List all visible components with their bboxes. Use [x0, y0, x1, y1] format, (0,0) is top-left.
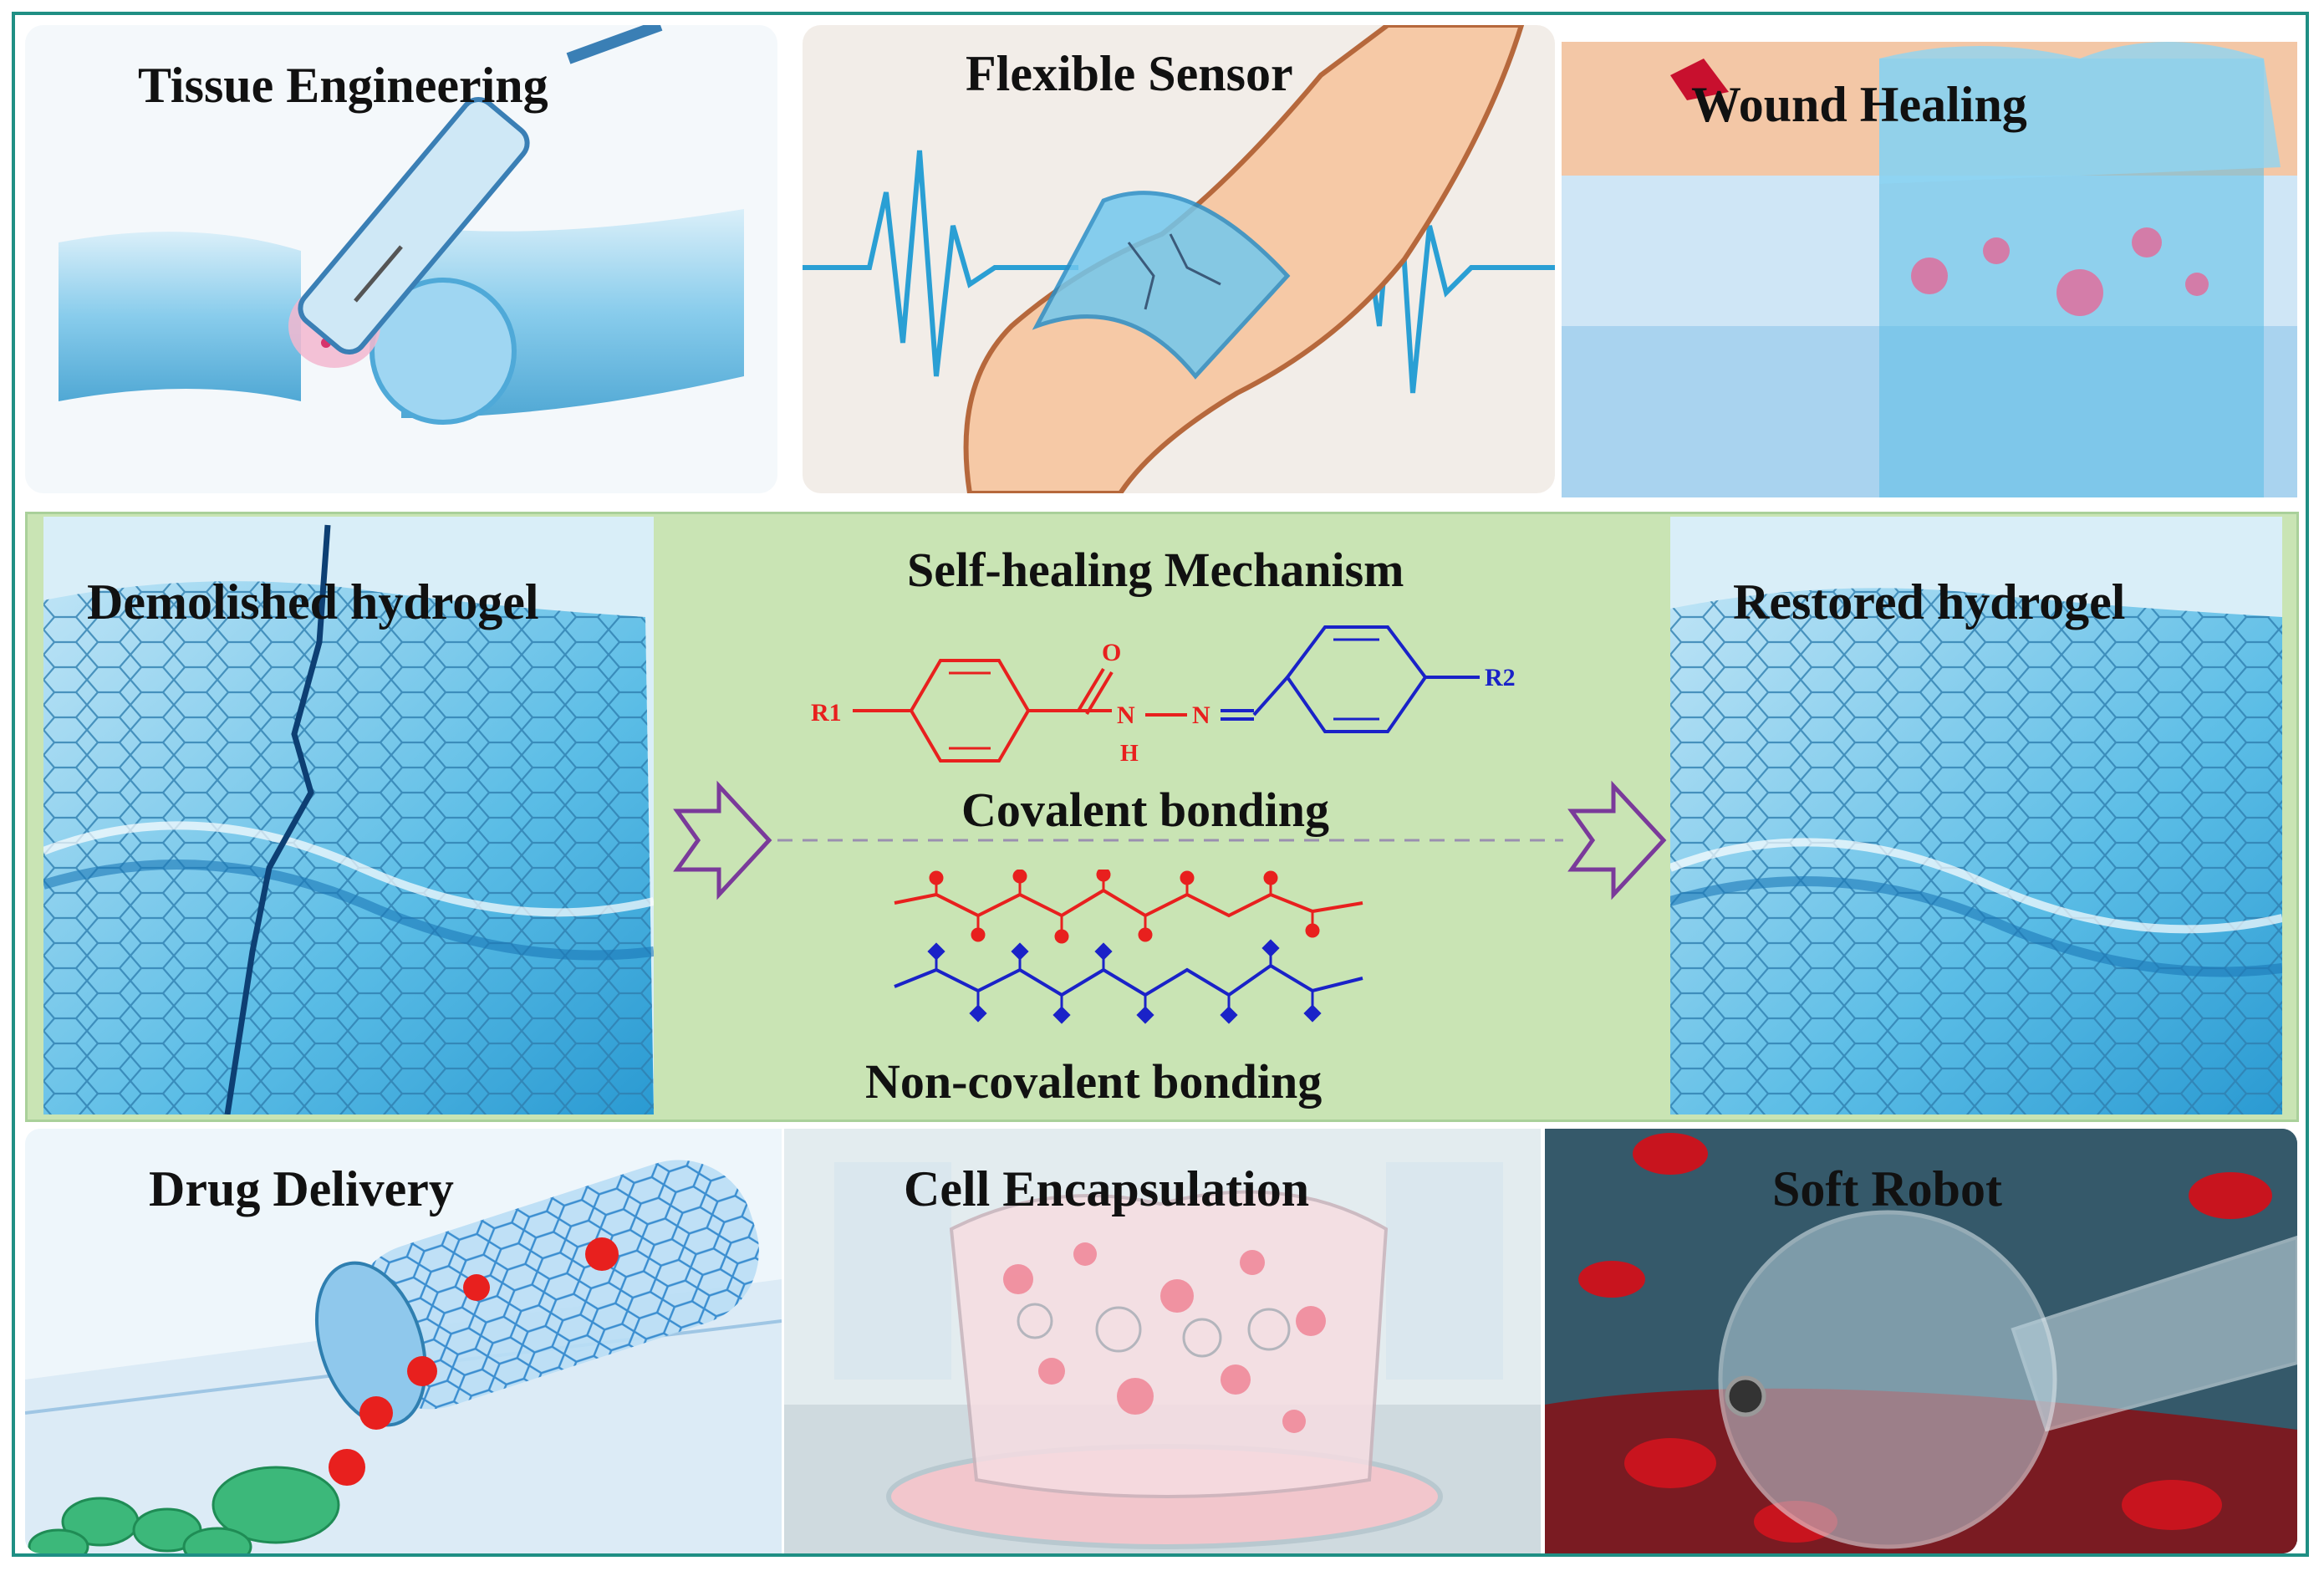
demolished-hydrogel-label: Demolished hydrogel: [87, 574, 539, 630]
wound-healing-label: Wound Healing: [1691, 77, 2027, 132]
wound-healing-panel: Wound Healing: [1562, 42, 2297, 497]
non-covalent-bonding-label: Non-covalent bonding: [865, 1054, 1323, 1109]
nitrogen-label-1: N: [1117, 701, 1135, 729]
tissue-engineering-panel: Tissue Engineering: [25, 25, 777, 493]
left-arrow-icon: [673, 780, 772, 900]
covalent-bonding-label: Covalent bonding: [961, 783, 1329, 837]
wound-healing-illustration: [1562, 42, 2297, 497]
drug-delivery-panel: Drug Delivery: [25, 1129, 782, 1553]
demolished-hydrogel-panel: Demolished hydrogel: [43, 517, 654, 1114]
demolished-hydrogel-illustration: [43, 524, 654, 1114]
flexible-sensor-panel: Flexible Sensor: [803, 25, 1555, 493]
cell-encapsulation-panel: Cell Encapsulation: [784, 1129, 1541, 1553]
tissue-engineering-illustration: [59, 25, 744, 425]
drug-delivery-label: Drug Delivery: [149, 1161, 454, 1217]
cell-encapsulation-label: Cell Encapsulation: [904, 1161, 1310, 1217]
soft-robot-panel: Soft Robot: [1545, 1129, 2297, 1553]
r2-label: R2: [1485, 664, 1516, 691]
restored-hydrogel-panel: Restored hydrogel: [1670, 517, 2282, 1114]
mechanism-arrows: [673, 780, 1667, 900]
flexible-sensor-illustration: [803, 25, 1555, 493]
mechanism-title: Self-healing Mechanism: [907, 543, 1404, 597]
hydrogen-label: H: [1120, 741, 1139, 767]
soft-robot-label: Soft Robot: [1772, 1161, 2003, 1217]
drug-delivery-illustration: [25, 1160, 782, 1553]
flexible-sensor-label: Flexible Sensor: [966, 46, 1293, 101]
acylhydrazone-molecule: R1 O N H N R2: [811, 625, 1516, 767]
nitrogen-label-2: N: [1192, 701, 1210, 729]
cell-encapsulation-illustration: [784, 1162, 1541, 1553]
tissue-engineering-label: Tissue Engineering: [138, 58, 548, 113]
right-arrow-icon: [1567, 780, 1667, 900]
non-covalent-chains: [894, 870, 1363, 1024]
r1-label: R1: [811, 699, 842, 727]
restored-hydrogel-illustration: [1670, 588, 2282, 1114]
restored-hydrogel-label: Restored hydrogel: [1733, 574, 2126, 630]
soft-robot-illustration: [1545, 1129, 2297, 1553]
oxygen-label: O: [1102, 639, 1121, 666]
